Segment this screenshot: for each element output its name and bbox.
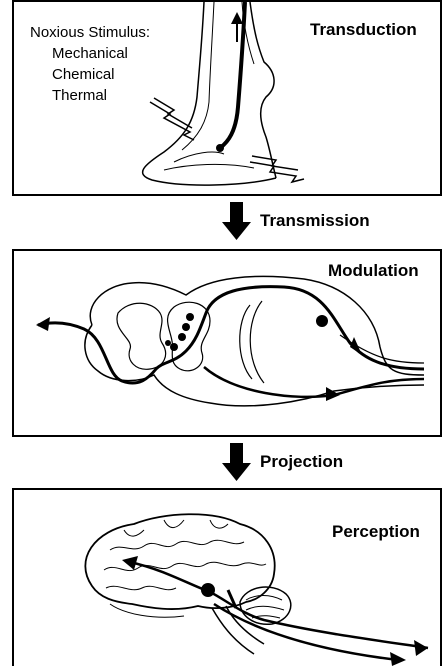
receptor-dot bbox=[216, 144, 224, 152]
transmission-arrow-icon bbox=[222, 202, 252, 242]
modulation-title: Modulation bbox=[328, 261, 419, 281]
stimulus-thermal: Thermal bbox=[30, 85, 150, 106]
projection-label: Projection bbox=[260, 452, 343, 472]
perception-panel: Perception bbox=[12, 488, 442, 666]
stimulus-chemical: Chemical bbox=[30, 64, 150, 85]
modulation-panel: Modulation bbox=[12, 249, 442, 437]
transmission-label: Transmission bbox=[260, 211, 370, 231]
stimulus-heading: Noxious Stimulus: bbox=[30, 22, 150, 43]
transduction-title: Transduction bbox=[310, 20, 417, 40]
perception-title: Perception bbox=[332, 522, 420, 542]
ganglion-dot bbox=[316, 315, 328, 327]
stimulus-list: Noxious Stimulus: Mechanical Chemical Th… bbox=[30, 22, 150, 106]
thalamus-dot bbox=[201, 583, 215, 597]
transduction-panel: Noxious Stimulus: Mechanical Chemical Th… bbox=[12, 0, 442, 196]
brain-illustration bbox=[14, 490, 442, 666]
stimulus-mechanical: Mechanical bbox=[30, 43, 150, 64]
projection-arrow-icon bbox=[222, 443, 252, 483]
